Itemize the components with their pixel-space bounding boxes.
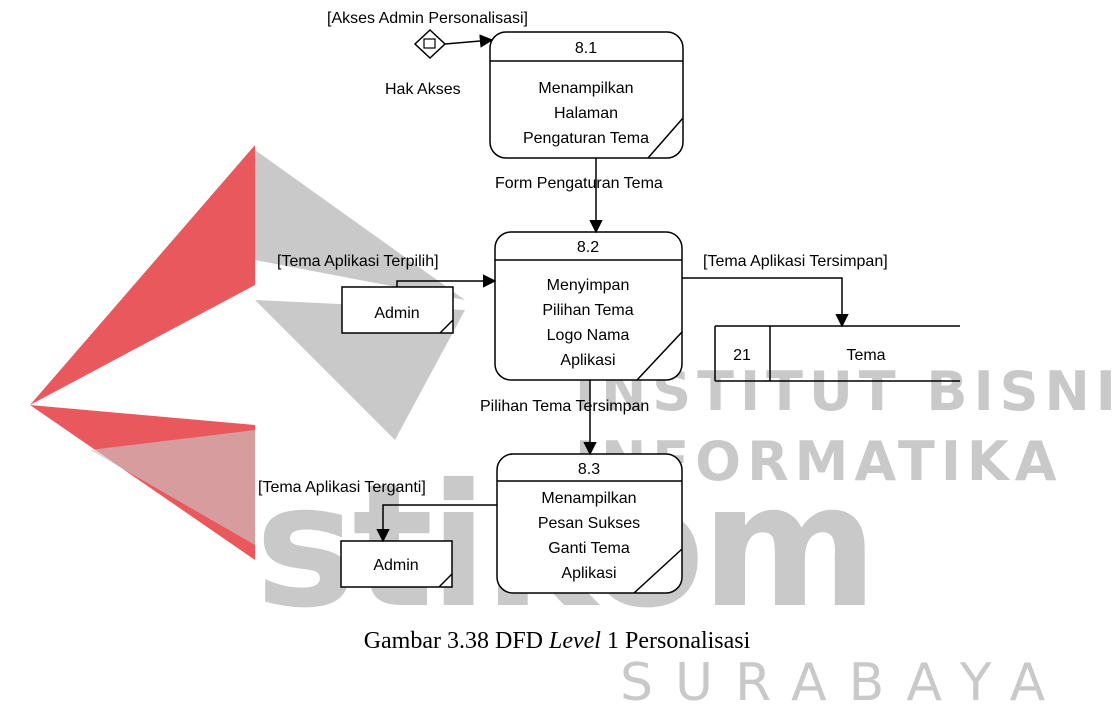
datastore-number: 21 xyxy=(733,347,751,364)
flow-akses-admin: [Akses Admin Personalisasi] xyxy=(327,10,528,48)
flow-tema-terganti: [Tema Aplikasi Terganti] xyxy=(258,479,497,543)
watermark-city: SURABAYA xyxy=(620,653,1067,713)
process-line: Logo Nama xyxy=(547,327,630,344)
flow-tema-terpilih: [Tema Aplikasi Terpilih] xyxy=(277,253,497,288)
process-id: 8.3 xyxy=(578,461,600,478)
flow-form-pengaturan: Form Pengaturan Tema xyxy=(495,158,663,234)
flow-label: [Tema Aplikasi Tersimpan] xyxy=(703,253,888,270)
process-8-2: 8.2 Menyimpan Pilihan Tema Logo Nama Apl… xyxy=(494,231,683,381)
flow-label: Pilihan Tema Tersimpan xyxy=(480,398,649,415)
process-line: Pilihan Tema xyxy=(542,302,633,319)
logo-gray-lower xyxy=(90,430,255,545)
watermark-logo xyxy=(30,145,465,560)
process-id: 8.1 xyxy=(575,40,597,57)
logo-gray-mid xyxy=(255,300,465,440)
process-line: Ganti Tema xyxy=(548,540,630,557)
entity-admin-2: Admin xyxy=(340,540,453,588)
process-line: Menampilkan xyxy=(541,490,636,507)
logo-gray-upper xyxy=(255,150,465,300)
caption-italic: Level xyxy=(548,628,601,654)
entity-admin-1: Admin xyxy=(341,286,454,334)
logo-red-upper xyxy=(30,145,255,405)
process-8-1: 8.1 Menampilkan Halaman Pengaturan Tema xyxy=(489,31,684,159)
flow-label: Form Pengaturan Tema xyxy=(495,175,663,192)
process-line: Pesan Sukses xyxy=(538,515,640,532)
entity-label: Admin xyxy=(373,557,418,574)
process-line: Aplikasi xyxy=(560,352,615,369)
caption-prefix: Gambar 3.38 DFD xyxy=(364,628,549,654)
datastore-tema: 21 Tema xyxy=(714,325,960,382)
flow-label: [Tema Aplikasi Terganti] xyxy=(258,479,426,496)
entity-label: Admin xyxy=(374,305,419,322)
process-line: Aplikasi xyxy=(561,565,616,582)
decision-hak-akses: Hak Akses xyxy=(385,28,461,98)
datastore-name: Tema xyxy=(846,347,885,364)
decision-label: Hak Akses xyxy=(385,81,461,98)
process-line: Menampilkan xyxy=(538,80,633,97)
caption-suffix: 1 Personalisasi xyxy=(601,628,751,654)
process-id: 8.2 xyxy=(577,239,599,256)
figure-caption: Gambar 3.38 DFD Level 1 Personalisasi xyxy=(364,628,751,654)
process-line: Pengaturan Tema xyxy=(523,130,649,147)
process-line: Menyimpan xyxy=(547,277,630,294)
process-line: Halaman xyxy=(554,105,618,122)
flow-label: [Akses Admin Personalisasi] xyxy=(327,10,528,27)
process-8-3: 8.3 Menampilkan Pesan Sukses Ganti Tema … xyxy=(496,453,683,594)
flow-label: [Tema Aplikasi Terpilih] xyxy=(277,253,439,270)
flow-tema-tersimpan: [Tema Aplikasi Tersimpan] xyxy=(682,253,888,328)
flow-pilihan-tersimpan: Pilihan Tema Tersimpan xyxy=(480,380,649,456)
